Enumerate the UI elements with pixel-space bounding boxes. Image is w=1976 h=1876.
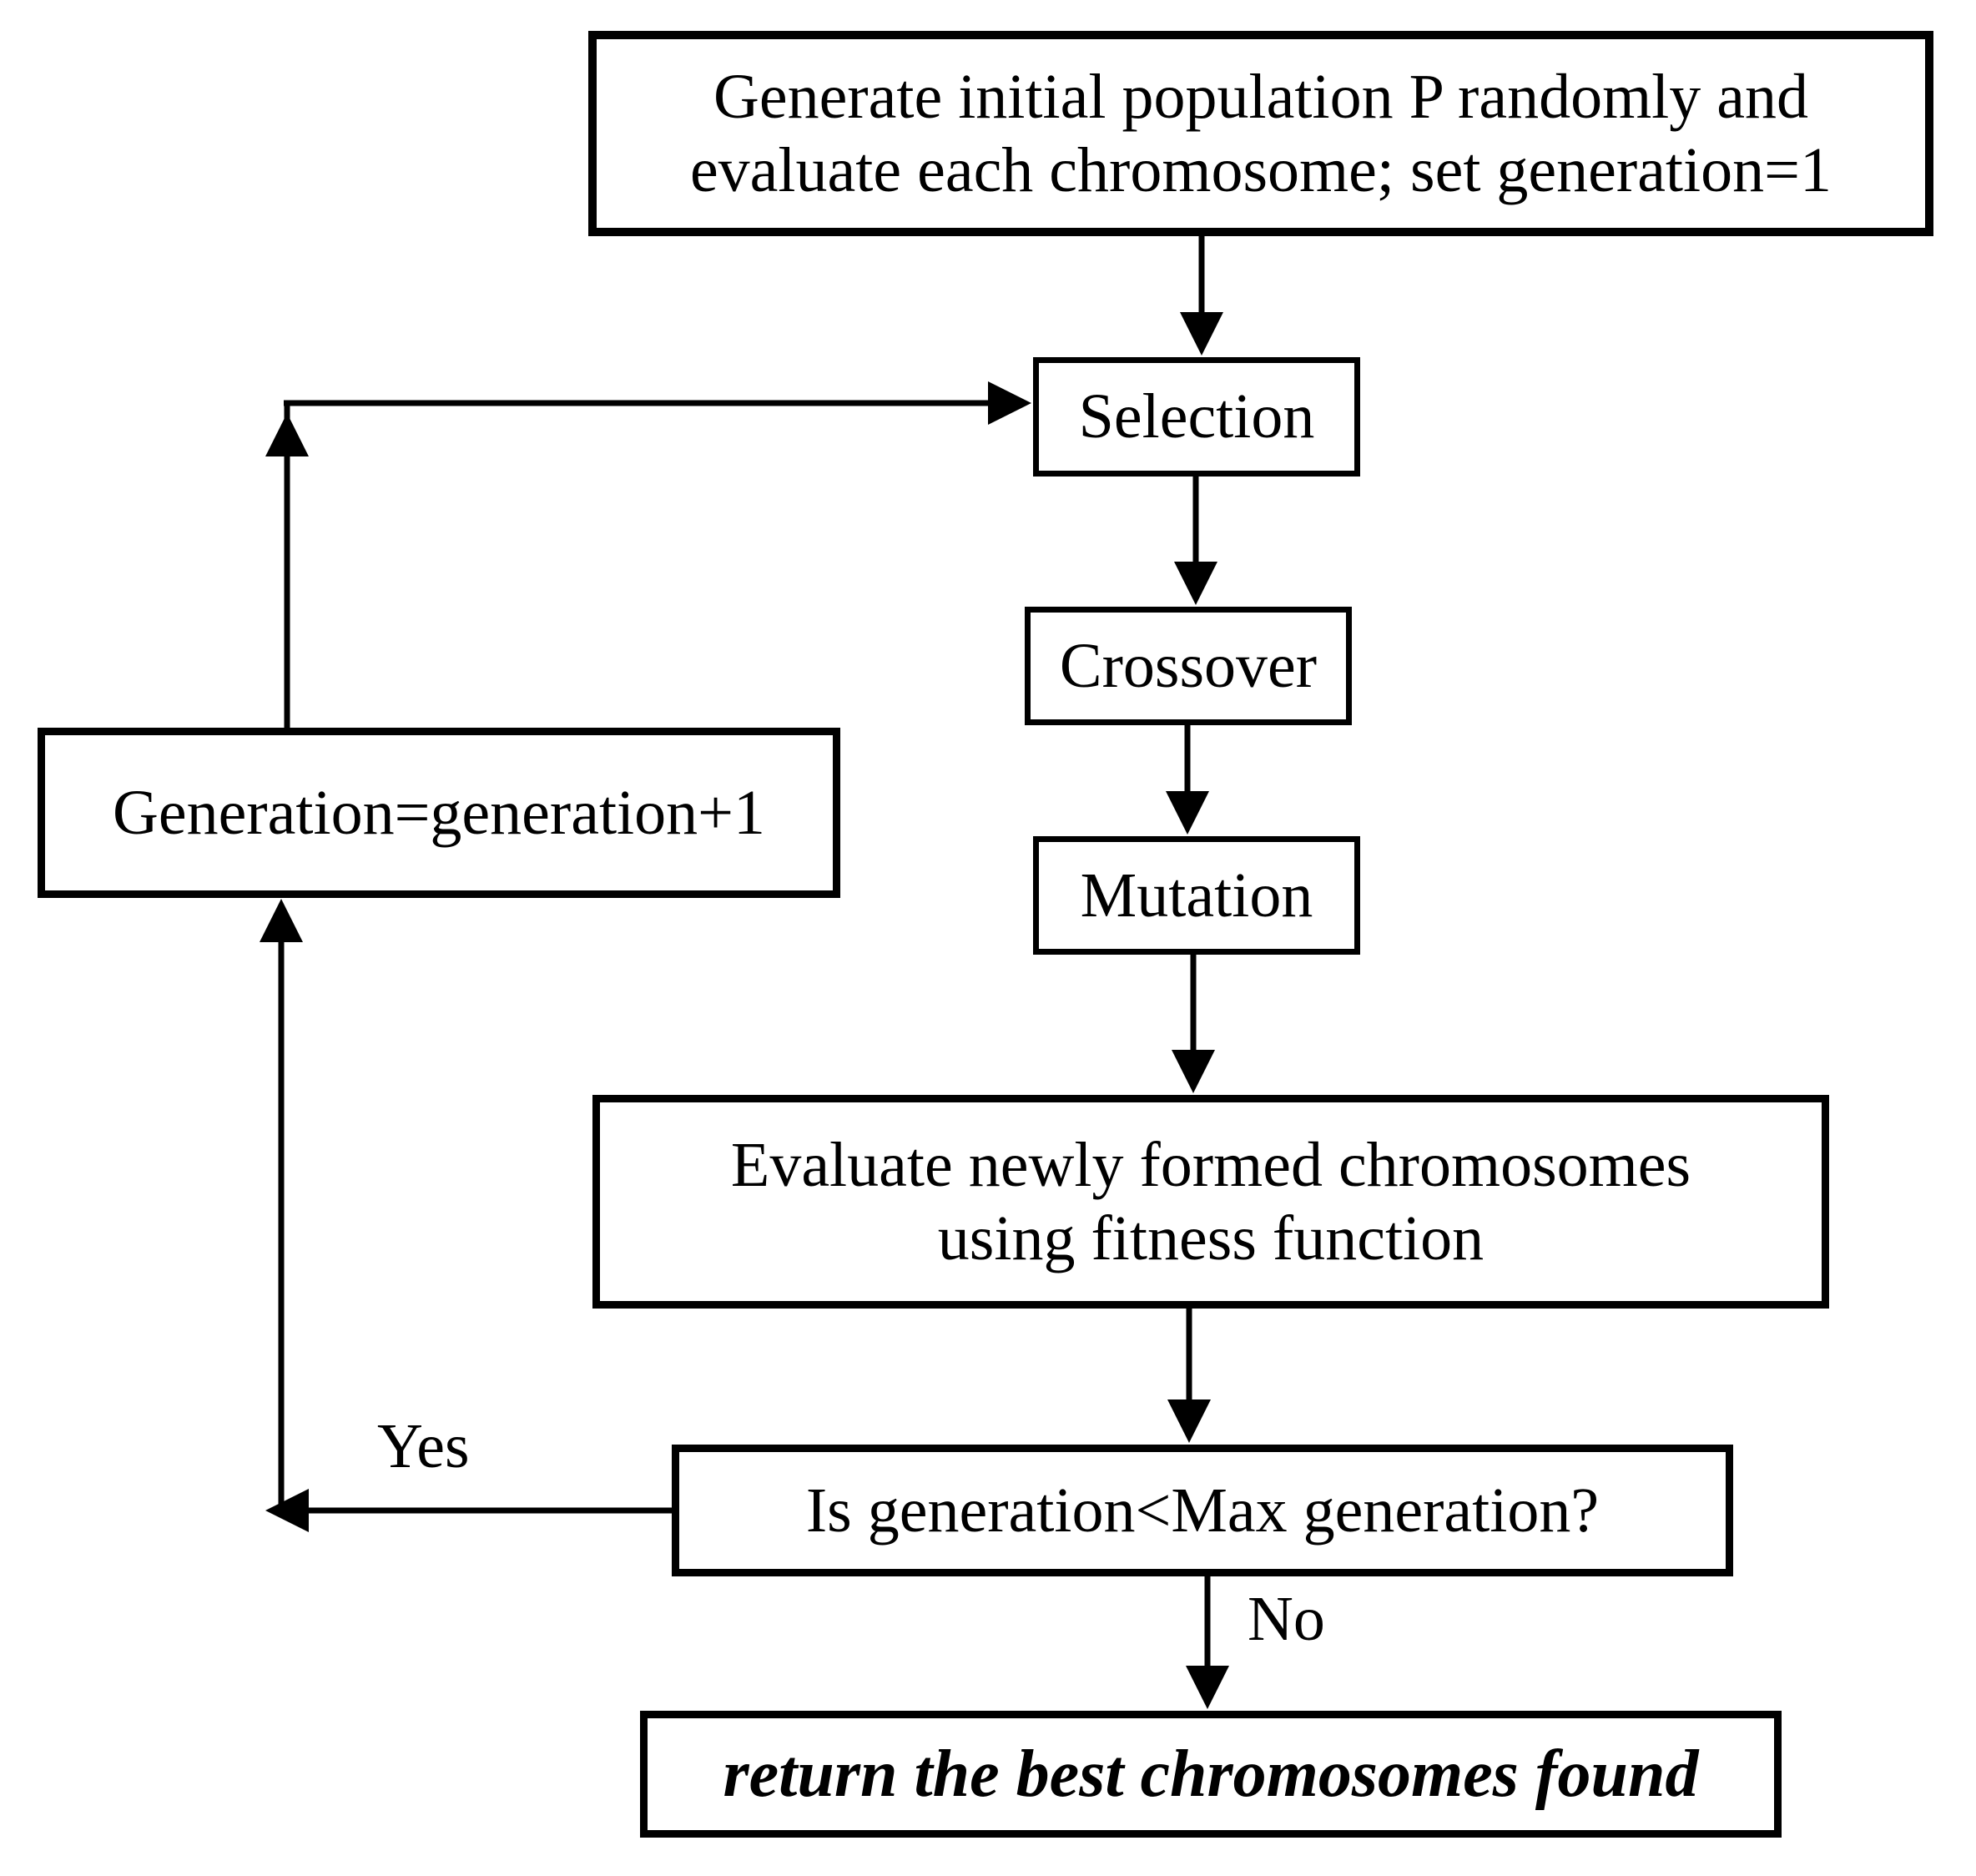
- edge-label-yes: Yes: [377, 1411, 470, 1481]
- arrowhead-up-loop-icon: [265, 413, 309, 456]
- node-selection: Selection: [1033, 357, 1360, 477]
- evaluate-line-2: using fitness function: [937, 1203, 1485, 1273]
- node-crossover: Crossover: [1025, 607, 1352, 725]
- crossover-label: Crossover: [1059, 630, 1318, 701]
- return-label: return the best chromosomes found: [723, 1737, 1699, 1811]
- arrowhead-down-decision-icon: [1167, 1399, 1211, 1443]
- mutation-label: Mutation: [1080, 860, 1313, 930]
- arrowhead-left-yes-icon: [265, 1489, 309, 1532]
- arrowhead-up-increment-icon: [260, 899, 303, 942]
- arrowhead-down-crossover-icon: [1174, 562, 1217, 605]
- edge-label-no: No: [1248, 1584, 1325, 1654]
- node-increment-generation: Generation=generation+1: [38, 728, 840, 898]
- node-generation-check: Is generation<Max generation?: [672, 1445, 1733, 1576]
- arrowhead-right-selection-icon: [988, 381, 1031, 425]
- arrowhead-down-mutation-icon: [1166, 791, 1209, 835]
- generate-line-1: Generate initial population P randomly a…: [713, 61, 1809, 132]
- generate-line-2: evaluate each chromosome; set generation…: [689, 135, 1832, 205]
- increment-label: Generation=generation+1: [112, 777, 766, 848]
- selection-label: Selection: [1078, 381, 1315, 452]
- arrowhead-down-return-icon: [1186, 1666, 1229, 1709]
- node-mutation: Mutation: [1033, 836, 1360, 955]
- evaluate-line-1: Evaluate newly formed chromosomes: [730, 1129, 1691, 1200]
- arrowhead-down-selection-icon: [1180, 312, 1223, 356]
- decision-label: Is generation<Max generation?: [805, 1475, 1600, 1546]
- node-generate-initial-population: Generate initial population P randomly a…: [588, 31, 1933, 236]
- node-evaluate-chromosomes: Evaluate newly formed chromosomes using …: [592, 1095, 1829, 1309]
- arrowhead-down-evaluate-icon: [1172, 1050, 1215, 1093]
- node-return-best-chromosomes: return the best chromosomes found: [640, 1711, 1782, 1838]
